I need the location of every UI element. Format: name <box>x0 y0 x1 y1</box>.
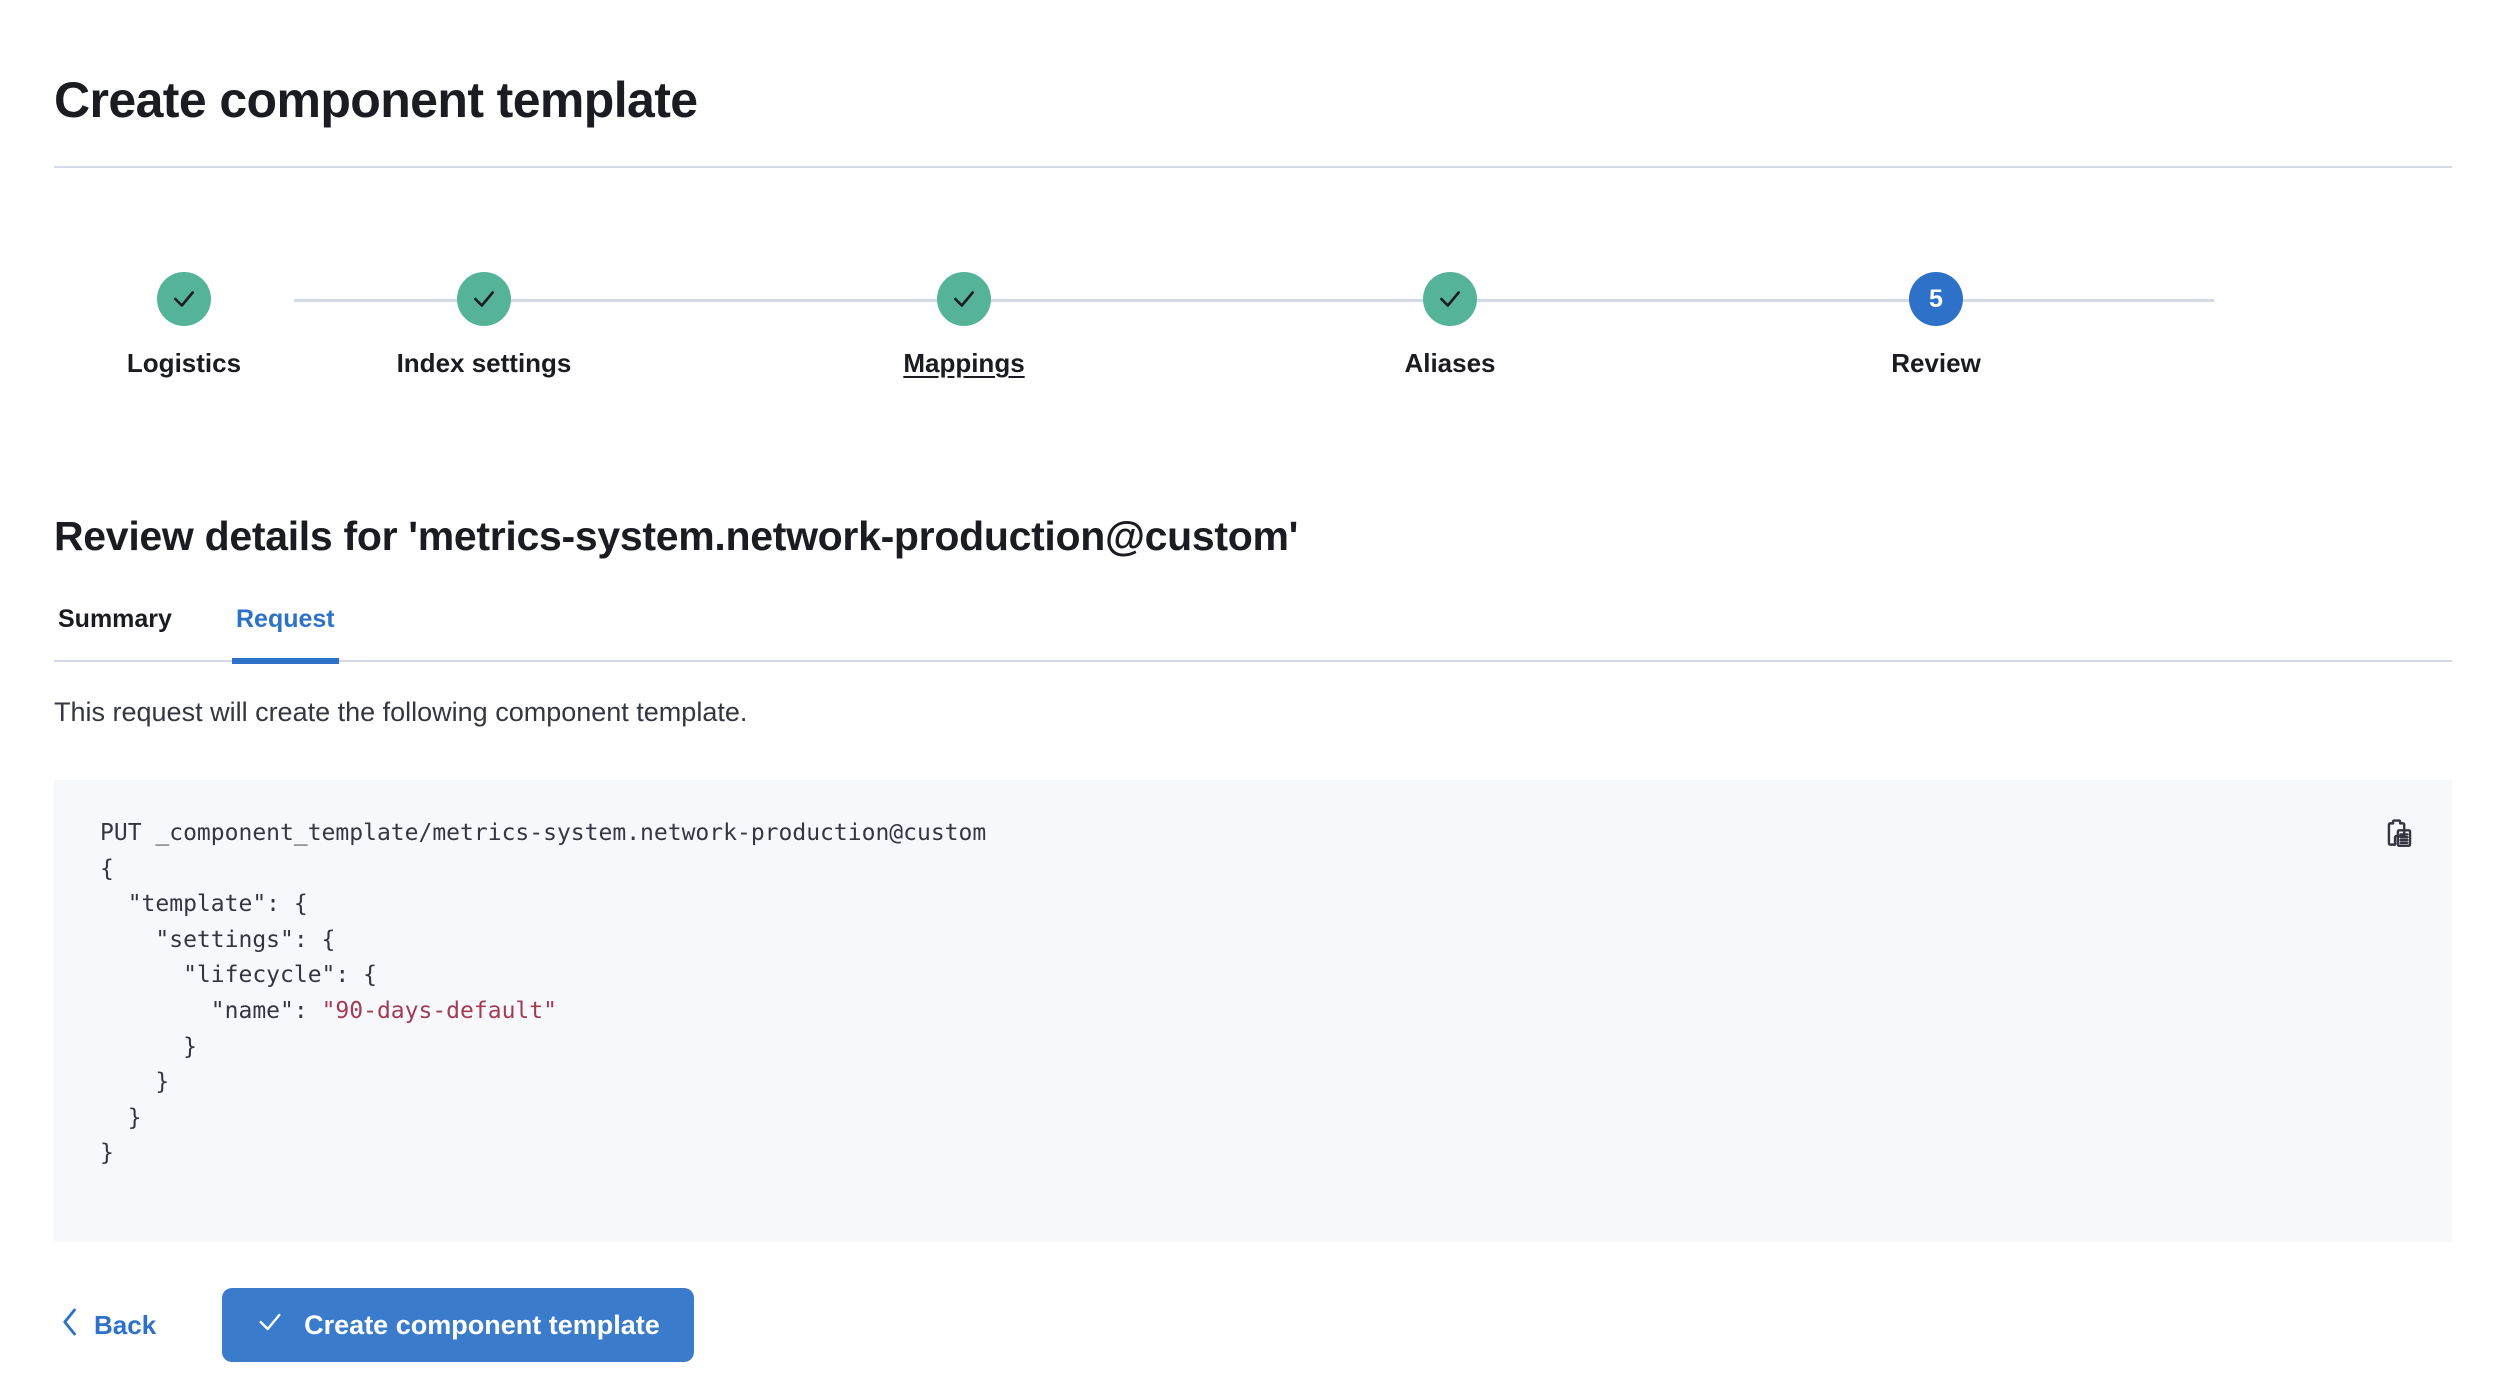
step-logistics[interactable]: Logistics <box>54 250 314 379</box>
check-icon <box>471 286 497 312</box>
create-component-template-button[interactable]: Create component template <box>222 1288 694 1362</box>
request-body-line: "template": { <box>100 891 308 918</box>
step-index-settings[interactable]: Index settings <box>354 250 614 379</box>
request-description: This request will create the following c… <box>54 697 748 727</box>
request-code-panel: PUT _component_template/metrics-system.n… <box>54 780 2452 1242</box>
request-method-line: PUT _component_template/metrics-system.n… <box>100 820 987 846</box>
request-string-value: "90-days-default" <box>321 997 557 1024</box>
step-status-circle <box>457 272 511 326</box>
request-body-line: } <box>100 1104 142 1131</box>
request-body-line: } <box>100 1033 197 1060</box>
step-status-circle: 5 <box>1909 272 1963 326</box>
step-number: 5 <box>1929 284 1943 313</box>
request-body-line: "lifecycle": { <box>100 962 377 989</box>
title-divider <box>54 166 2452 168</box>
request-body-line: "name": <box>100 997 322 1024</box>
step-label: Review <box>1891 348 1981 378</box>
page-title: Create component template <box>54 71 698 128</box>
check-icon <box>171 286 197 312</box>
check-icon <box>256 1308 284 1343</box>
step-review[interactable]: 5 Review <box>1806 250 2066 379</box>
copy-clipboard-icon[interactable] <box>2372 808 2424 860</box>
stepper-track <box>294 299 2214 302</box>
step-status-circle <box>937 272 991 326</box>
review-heading: Review details for 'metrics-system.netwo… <box>54 513 1299 560</box>
check-icon <box>951 286 977 312</box>
step-label: Aliases <box>1404 348 1496 378</box>
check-icon <box>1437 286 1463 312</box>
step-label: Index settings <box>396 348 572 378</box>
step-mappings[interactable]: Mappings <box>834 250 1094 379</box>
create-component-template-button-label: Create component template <box>304 1309 660 1340</box>
step-label: Mappings <box>903 348 1025 378</box>
review-tabs: Summary Request <box>54 592 2452 664</box>
wizard-footer-actions: Back Create component template <box>54 1288 694 1362</box>
step-aliases[interactable]: Aliases <box>1320 250 1580 379</box>
request-body-line: } <box>100 1140 114 1167</box>
request-body-line: } <box>100 1069 170 1096</box>
wizard-stepper: Logistics Index settings Mappings <box>54 250 2452 390</box>
request-code: PUT _component_template/metrics-system.n… <box>100 816 986 1172</box>
request-body-line: { <box>100 855 114 882</box>
tab-summary[interactable]: Summary <box>58 605 172 633</box>
back-button-label: Back <box>94 1309 157 1340</box>
back-button[interactable]: Back <box>54 1299 162 1352</box>
chevron-left-icon <box>60 1307 80 1344</box>
tab-request[interactable]: Request <box>232 592 339 664</box>
request-body-line: "settings": { <box>100 926 336 953</box>
step-status-circle <box>157 272 211 326</box>
step-label: Logistics <box>126 348 242 378</box>
step-status-circle <box>1423 272 1477 326</box>
